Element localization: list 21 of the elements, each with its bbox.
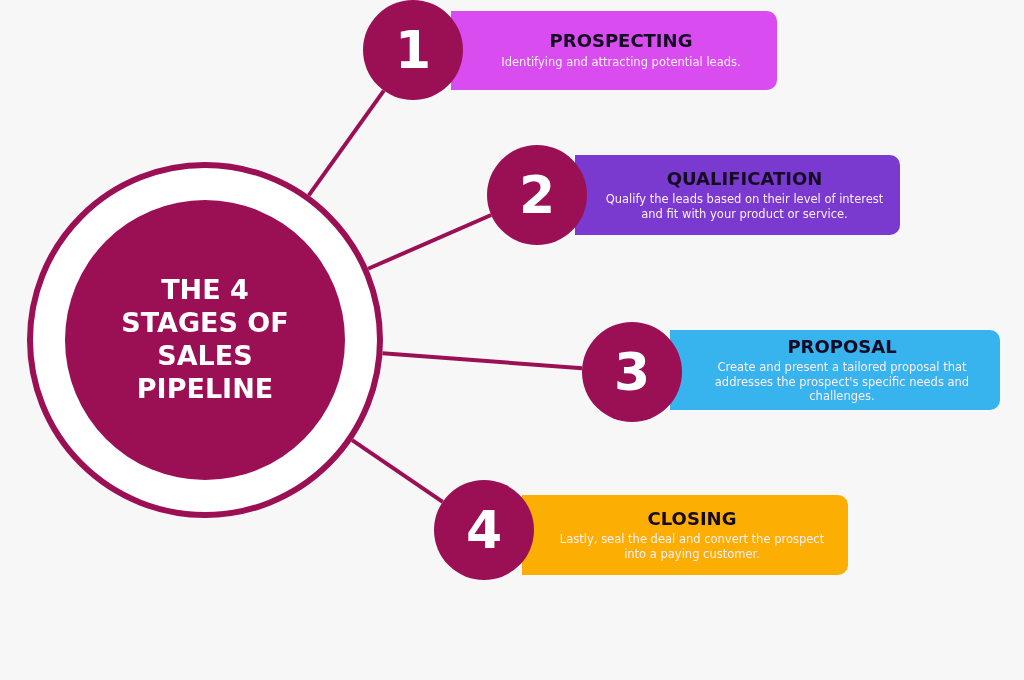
stage-description: Qualify the leads based on their level of interest and fit with your product or service.	[605, 192, 884, 222]
connector-line	[367, 213, 492, 271]
stage-card	[451, 11, 777, 90]
stage-title: PROSPECTING	[549, 31, 693, 53]
hub-title: THE 4 STAGES OF SALES PIPELINE	[120, 274, 290, 406]
stage-description: Identifying and attracting potential leads.	[501, 55, 741, 70]
connector-line	[382, 351, 583, 371]
stage-title: PROPOSAL	[787, 336, 897, 358]
stage-card	[522, 495, 848, 575]
step-number: 1	[394, 20, 432, 80]
stage-title: CLOSING	[647, 508, 737, 530]
connector-line	[307, 89, 386, 197]
step-number: 3	[613, 342, 651, 402]
stage-card	[670, 330, 1000, 410]
stage-title: QUALIFICATION	[666, 168, 823, 190]
stage-card	[575, 155, 900, 235]
stage-description: Create and present a tailored proposal that addresses the prospect's specific needs and challenges.	[713, 360, 971, 404]
step-number: 4	[465, 500, 503, 560]
stage-description: Lastly, seal the deal and convert the prospect into a paying customer.	[558, 532, 826, 562]
step-number: 2	[518, 165, 556, 225]
connector-line	[351, 438, 444, 504]
